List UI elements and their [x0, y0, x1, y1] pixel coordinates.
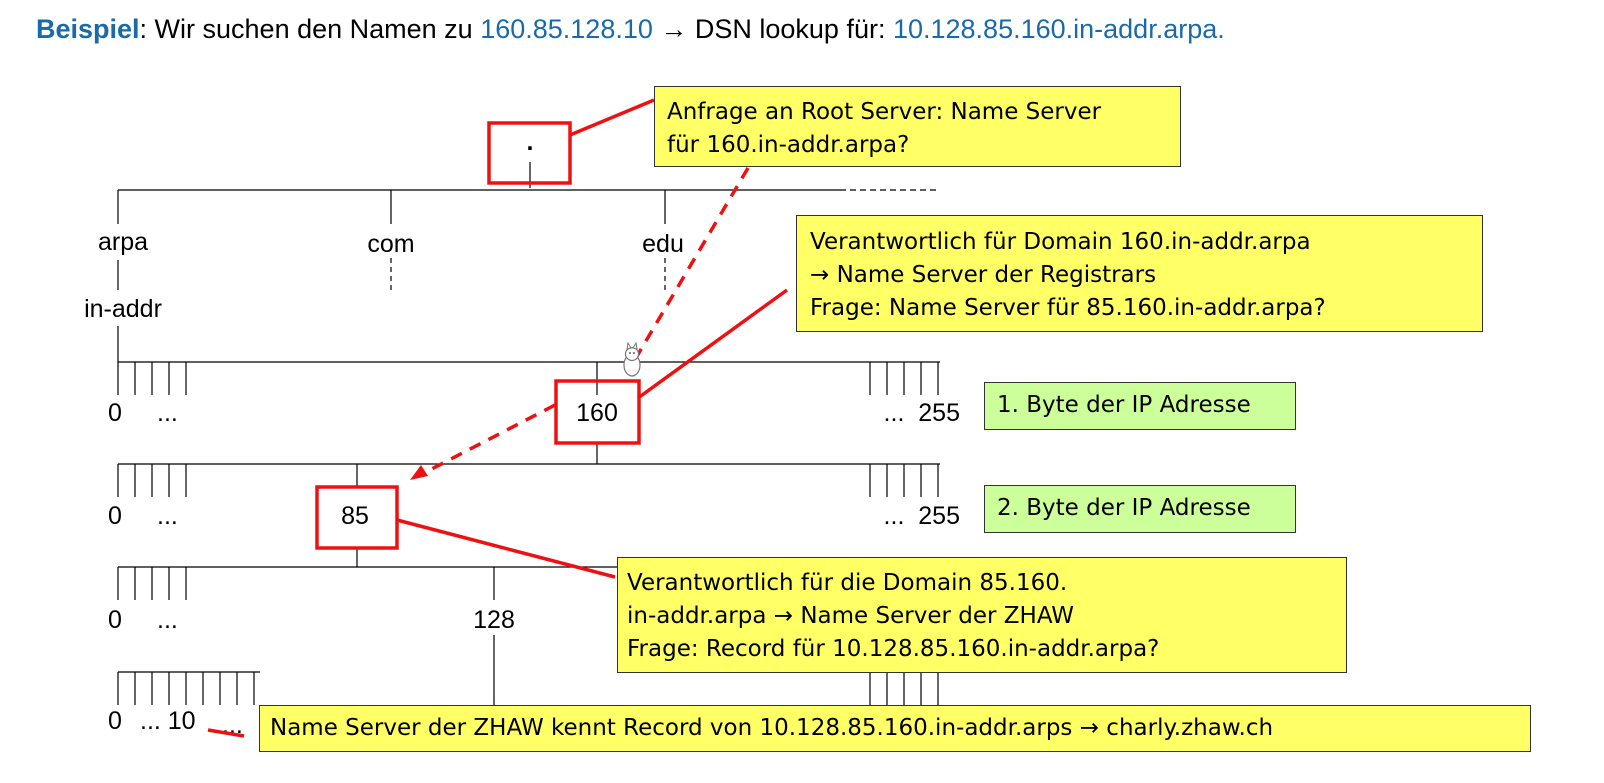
tld-label: edu — [642, 230, 684, 258]
page-title: Beispiel: Wir suchen den Namen zu 160.85… — [36, 14, 1225, 45]
callout-line: Verantwortlich für die Domain 85.160. — [627, 570, 1068, 596]
byte2-highlight-box — [315, 485, 399, 550]
title-middle: → DSN lookup für: — [652, 14, 893, 44]
root-dot: . — [527, 128, 534, 156]
callout-line: → Name Server der Registrars — [810, 262, 1157, 288]
level1-first: 0 — [108, 399, 122, 427]
byte1-label: 1. Byte der IP Adresse — [984, 382, 1296, 430]
callout-connector — [569, 98, 655, 137]
zhaw-callout: Verantwortlich für die Domain 85.160. in… — [617, 557, 1347, 673]
title-reverse-domain: 10.128.85.160.in-addr.arpa. — [892, 14, 1225, 44]
title-ip: 160.85.128.10 — [480, 14, 653, 44]
tld-label: com — [367, 230, 414, 258]
byte2-label: 2. Byte der IP Adresse — [984, 485, 1296, 533]
cursor-mascot-icon — [623, 341, 641, 377]
level2-first: 0 — [108, 502, 122, 530]
level4-first: 0 — [108, 707, 122, 735]
level3-value: 128 — [473, 606, 515, 634]
callout-line: Frage: Record für 10.128.85.160.in-addr.… — [627, 636, 1160, 662]
title-prefix: : Wir suchen den Namen zu — [139, 14, 481, 44]
referral-arrow — [421, 403, 556, 476]
byte-label-text: 2. Byte der IP Adresse — [997, 495, 1251, 521]
callout-line: Anfrage an Root Server: Name Server — [667, 99, 1102, 125]
byte-label-text: 1. Byte der IP Adresse — [997, 392, 1251, 418]
callout-connector — [396, 518, 616, 579]
root-query-callout: Anfrage an Root Server: Name Server für … — [654, 86, 1181, 167]
byte1-highlight-box — [554, 379, 641, 445]
callout-connector — [636, 288, 789, 400]
callout-line: in-addr.arpa → Name Server der ZHAW — [627, 603, 1075, 629]
callout-line: Frage: Name Server für 85.160.in-addr.ar… — [810, 295, 1326, 321]
level2-dots: ... — [157, 502, 178, 530]
registrar-callout: Verantwortlich für Domain 160.in-addr.ar… — [796, 215, 1483, 332]
callout-connector — [207, 728, 245, 738]
level2-last: ... 255 — [884, 502, 960, 530]
referral-arrow — [628, 167, 750, 369]
arrow-head — [410, 465, 428, 480]
callout-line: für 160.in-addr.arpa? — [667, 132, 910, 158]
level1-dots: ... — [157, 399, 178, 427]
title-keyword: Beispiel — [36, 14, 140, 44]
in-addr-label: in-addr — [84, 295, 162, 323]
level3-first: 0 — [108, 606, 122, 634]
level1-selected: 160 — [576, 399, 618, 427]
tld-label: arpa — [98, 228, 148, 256]
level1-last: ... 255 — [884, 399, 960, 427]
callout-line: Name Server der ZHAW kennt Record von 10… — [270, 715, 1274, 741]
level2-selected: 85 — [341, 502, 369, 530]
level4-dots: ... 10 — [140, 707, 196, 735]
level3-dots: ... — [157, 606, 178, 634]
callout-line: Verantwortlich für Domain 160.in-addr.ar… — [810, 229, 1311, 255]
record-callout: Name Server der ZHAW kennt Record von 10… — [259, 705, 1531, 752]
root-highlight-box — [487, 121, 572, 185]
